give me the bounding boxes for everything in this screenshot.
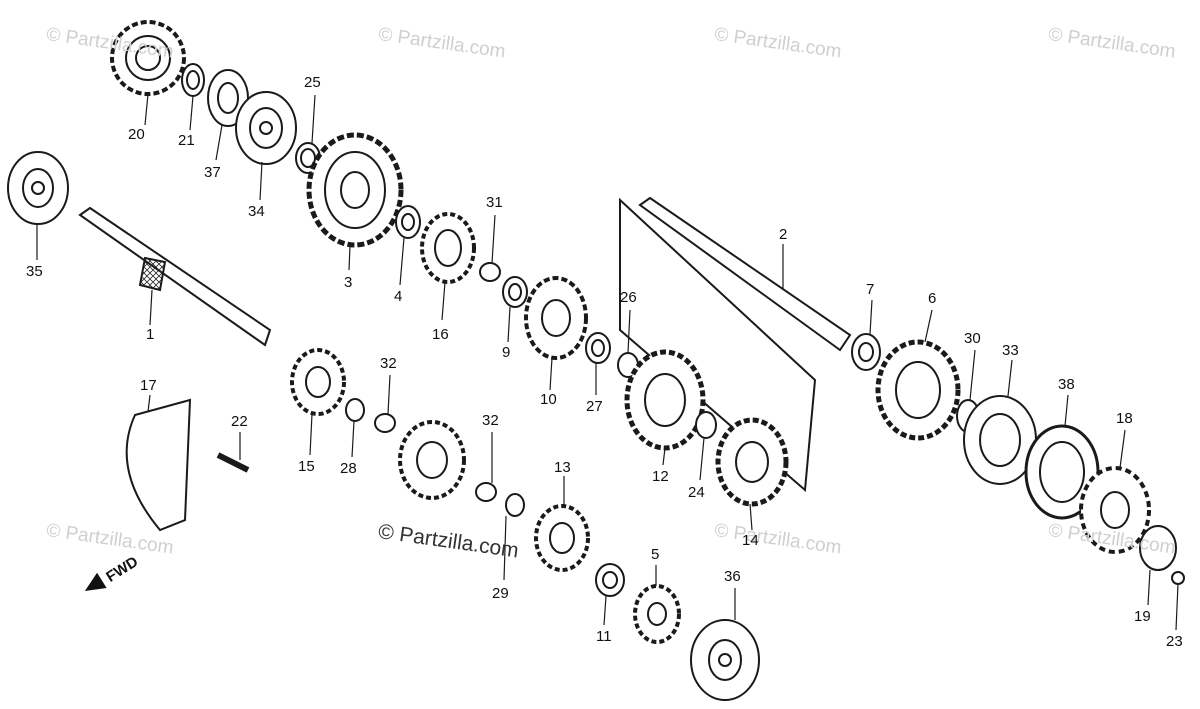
gear-15: [290, 348, 346, 416]
callout-31[interactable]: 31: [486, 194, 503, 211]
washer-29: [505, 493, 525, 517]
washer-28: [345, 398, 365, 422]
gear-14: [715, 417, 789, 507]
callout-13[interactable]: 13: [554, 459, 571, 476]
callout-2[interactable]: 2: [779, 226, 788, 243]
callout-10[interactable]: 10: [540, 391, 557, 408]
bushing-4: [395, 205, 421, 239]
callout-36[interactable]: 36: [724, 568, 741, 585]
callout-30[interactable]: 30: [964, 330, 981, 347]
callout-25[interactable]: 25: [304, 74, 321, 91]
gear-12: [624, 349, 706, 451]
gear-3: [306, 132, 404, 248]
callout-19[interactable]: 19: [1134, 608, 1151, 625]
shaft-2: [619, 196, 852, 493]
collar-21: [181, 63, 205, 97]
callout-4[interactable]: 4: [394, 288, 403, 305]
bearing-9: [502, 276, 528, 308]
sprocket-18: [1079, 466, 1151, 554]
plate-19: [1139, 525, 1177, 571]
bolt-23: [1171, 571, 1185, 585]
clip-32-b: [475, 482, 497, 502]
callout-27[interactable]: 27: [586, 398, 603, 415]
seal-38: [1024, 424, 1100, 520]
gear-10: [524, 276, 588, 360]
callout-7[interactable]: 7: [866, 281, 875, 298]
callout-28[interactable]: 28: [340, 460, 357, 477]
callout-11[interactable]: 11: [596, 628, 612, 645]
callout-33[interactable]: 33: [1002, 342, 1019, 359]
callout-32[interactable]: 32: [380, 355, 397, 372]
callout-3[interactable]: 3: [344, 274, 353, 291]
callout-16[interactable]: 16: [432, 326, 449, 343]
callout-29[interactable]: 29: [492, 585, 509, 602]
gear-16: [420, 212, 476, 284]
bearing-34: [235, 91, 297, 165]
bearing-36: [690, 619, 760, 701]
callout-9[interactable]: 9: [502, 344, 511, 361]
gear-6: [875, 339, 961, 441]
clip-31: [479, 262, 501, 282]
callout-26[interactable]: 26: [620, 289, 637, 306]
collar-11: [595, 563, 625, 597]
callout-37[interactable]: 37: [204, 164, 221, 181]
gear-8: [398, 420, 466, 500]
gear-20: [110, 20, 186, 96]
callout-12[interactable]: 12: [652, 468, 669, 485]
callout-32[interactable]: 32: [482, 412, 499, 429]
callout-38[interactable]: 38: [1058, 376, 1075, 393]
callout-18[interactable]: 18: [1116, 410, 1133, 427]
callout-6[interactable]: 6: [928, 290, 937, 307]
bearing-33: [963, 395, 1037, 485]
callout-23[interactable]: 23: [1166, 633, 1183, 650]
shaft-1: [78, 206, 272, 347]
callout-35[interactable]: 35: [26, 263, 43, 280]
callout-14[interactable]: 14: [742, 532, 759, 549]
guide-17: [125, 398, 192, 532]
collar-7: [851, 333, 881, 371]
callout-22[interactable]: 22: [231, 413, 248, 430]
washer-27: [585, 332, 611, 364]
callout-5[interactable]: 5: [651, 546, 660, 563]
callout-20[interactable]: 20: [128, 126, 145, 143]
callout-15[interactable]: 15: [298, 458, 315, 475]
gear-5: [633, 584, 681, 644]
gear-13: [534, 504, 590, 572]
callout-24[interactable]: 24: [688, 484, 705, 501]
bearing-35: [7, 151, 69, 225]
callout-1[interactable]: 1: [146, 326, 155, 343]
callout-21[interactable]: 21: [178, 132, 195, 149]
clip-32-a: [374, 413, 396, 433]
callout-17[interactable]: 17: [140, 377, 157, 394]
bolt-22: [216, 452, 250, 473]
callout-34[interactable]: 34: [248, 203, 265, 220]
washer-24: [695, 411, 717, 439]
